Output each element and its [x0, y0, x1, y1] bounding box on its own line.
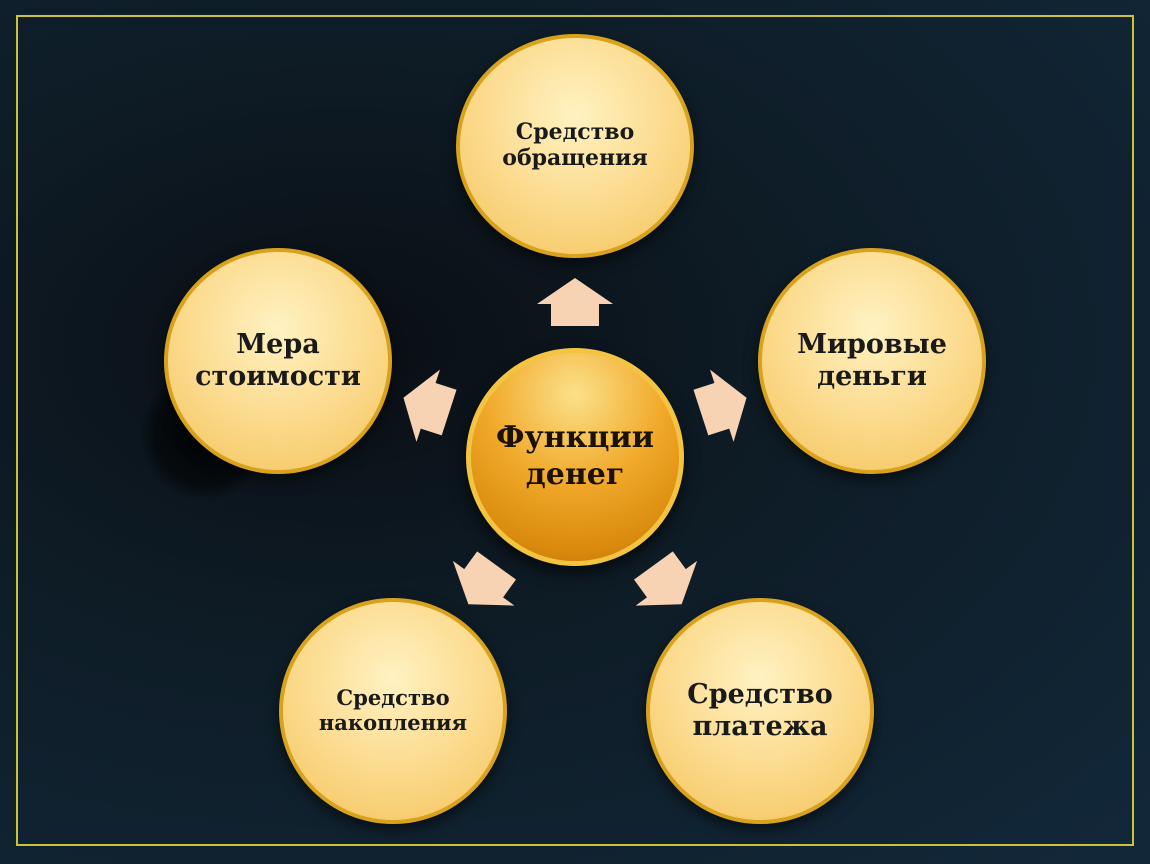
center-node: Функции денег — [466, 348, 684, 566]
node-right: Мировые деньги — [758, 248, 986, 474]
arrow-upper-right-icon — [693, 369, 747, 442]
arrow-up-icon — [537, 278, 613, 326]
node-top-label: Средство обращения — [502, 119, 648, 171]
node-left: Мера стоимости — [164, 248, 392, 474]
node-bottom-left-label: Средство накопления — [318, 685, 468, 735]
center-label: Функции денег — [496, 420, 654, 492]
node-left-label: Мера стоимости — [195, 329, 361, 392]
node-bottom-right: Средство платежа — [646, 598, 874, 824]
node-top: Средство обращения — [456, 34, 694, 258]
arrow-upper-left-icon — [403, 369, 457, 442]
arrow-lower-right-icon — [634, 551, 698, 606]
node-bottom-left: Средство накопления — [279, 598, 507, 824]
node-bottom-right-label: Средство платежа — [687, 679, 833, 742]
node-right-label: Мировые деньги — [797, 329, 947, 392]
slide-frame — [16, 15, 1134, 846]
arrow-lower-left-icon — [452, 551, 516, 606]
